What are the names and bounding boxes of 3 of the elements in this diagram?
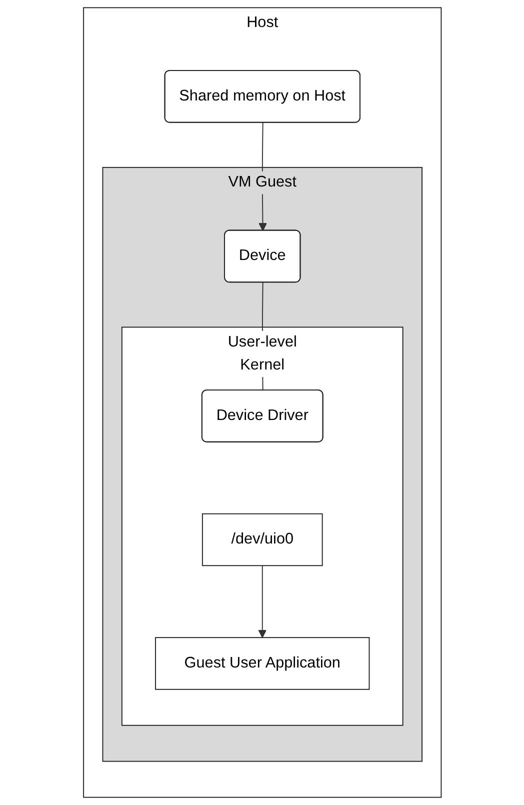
node-box: /dev/uio0 xyxy=(202,513,322,566)
arrow xyxy=(258,565,266,638)
node-box: Guest User Application xyxy=(154,637,370,690)
